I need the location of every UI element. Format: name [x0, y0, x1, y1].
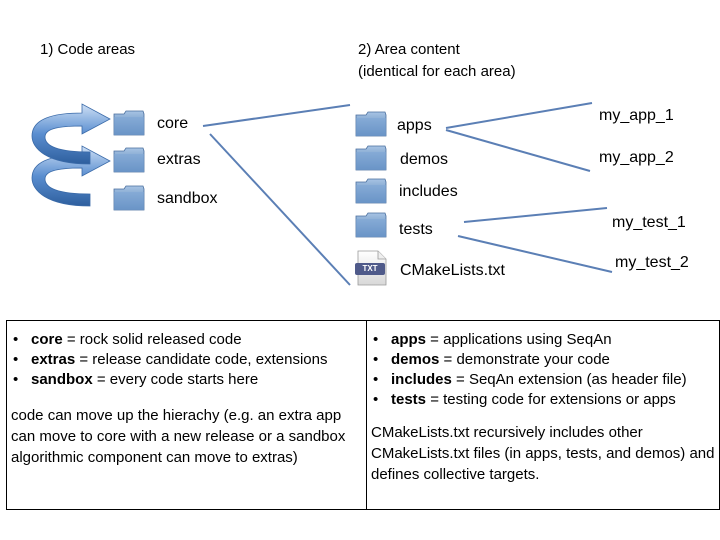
link-core-to-apps	[202, 104, 351, 127]
bullet-extras: •extras = release candidate code, extens…	[13, 351, 328, 368]
bullet-tests: •tests = testing code for extensions or …	[373, 391, 676, 408]
area-label-core: core	[157, 115, 189, 132]
bullet-apps: •apps = applications using SeqAn	[373, 331, 612, 348]
bullet-demos: •demos = demonstrate your code	[373, 351, 610, 368]
content-explanation-box: •apps = applications using SeqAn •demos …	[366, 320, 720, 510]
connection-lines	[202, 102, 613, 286]
bullet-includes: •includes = SeqAn extension (as header f…	[373, 371, 687, 388]
link-tests-to-my-test-1	[463, 207, 608, 223]
content-explanation-paragraph: CMakeLists.txt recursively includes othe…	[371, 424, 715, 483]
link-core-to-cmakelists	[209, 133, 351, 286]
apps-folder-icon	[355, 111, 387, 137]
link-apps-to-my-app-2	[445, 129, 591, 172]
content-label-tests: tests	[399, 221, 433, 238]
demos-folder-icon	[355, 145, 387, 171]
txt-badge: TXT	[362, 264, 378, 273]
tests-folder-icon	[355, 212, 387, 238]
areas-explanation-box: •core = rock solid released code •extras…	[6, 320, 367, 510]
area-content-subheading: (identical for each area)	[358, 63, 516, 80]
area-content-heading: 2) Area content	[358, 41, 460, 58]
subitem-my-test-2: my_test_2	[615, 254, 689, 271]
code-areas-heading: 1) Code areas	[40, 41, 136, 58]
area-label-sandbox: sandbox	[157, 190, 218, 207]
bullet-core: •core = rock solid released code	[13, 331, 242, 348]
sandbox-folder-icon	[113, 185, 145, 211]
content-label-cmakelists: CMakeLists.txt	[400, 262, 505, 279]
link-tests-to-my-test-2	[457, 235, 613, 273]
move-up-arrows-icon	[31, 103, 111, 207]
area-label-extras: extras	[157, 151, 201, 168]
content-label-apps: apps	[397, 117, 432, 134]
includes-folder-icon	[355, 178, 387, 204]
bullet-sandbox: •sandbox = every code starts here	[13, 371, 259, 388]
areas-explanation-paragraph: code can move up the hierachy (e.g. an e…	[11, 407, 346, 466]
link-apps-to-my-app-1	[445, 102, 593, 129]
core-folder-icon	[113, 110, 145, 136]
subitem-my-test-1: my_test_1	[612, 214, 686, 231]
extras-folder-icon	[113, 147, 145, 173]
content-label-includes: includes	[399, 183, 458, 200]
subitem-my-app-1: my_app_1	[599, 107, 674, 124]
text-file-icon: TXT	[354, 250, 388, 286]
content-label-demos: demos	[400, 151, 449, 168]
subitem-my-app-2: my_app_2	[599, 149, 674, 166]
